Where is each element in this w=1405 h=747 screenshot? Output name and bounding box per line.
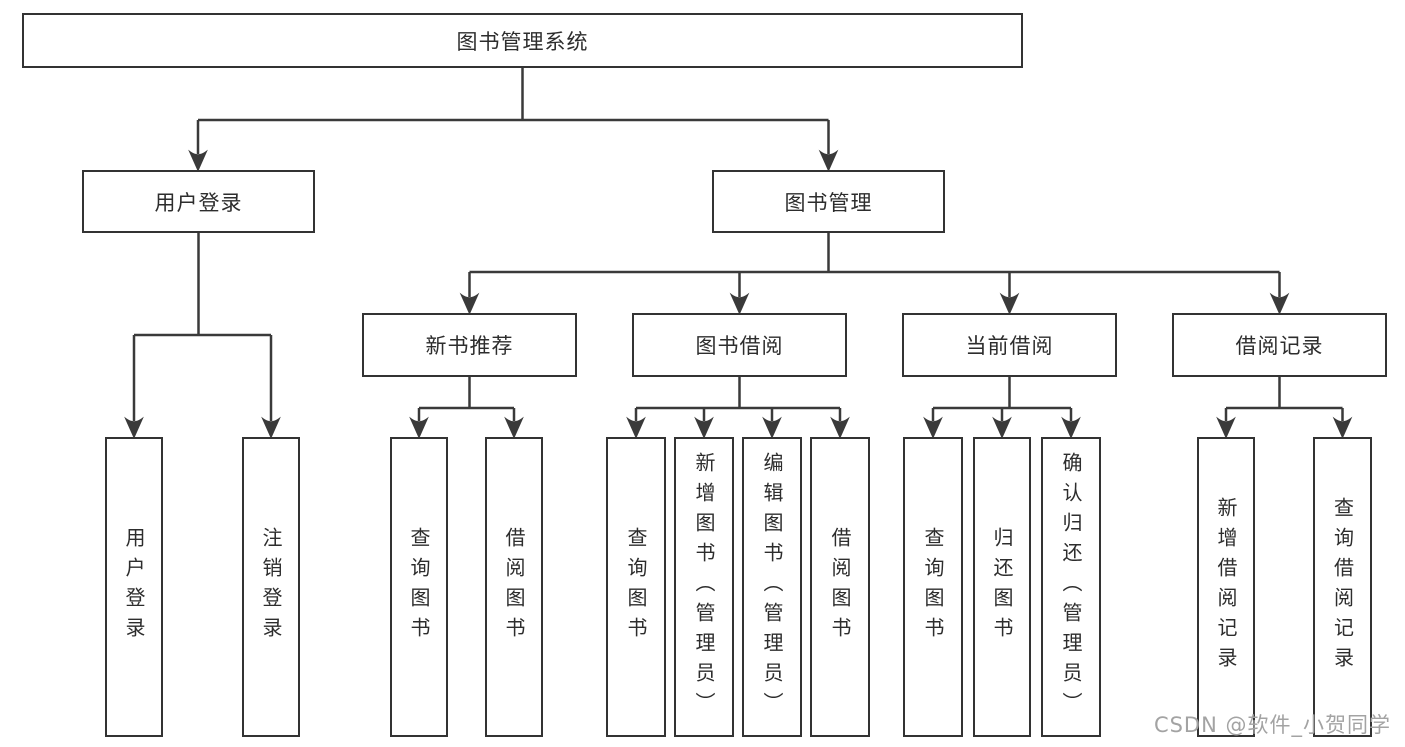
leaf-borrow-query-book-label: 查询图书	[624, 527, 648, 647]
leaf-edit-book-admin: 编辑图书（管理员）	[742, 437, 802, 737]
node-current-borrow: 当前借阅	[902, 313, 1117, 377]
leaf-query-borrow-record-label: 查询借阅记录	[1330, 497, 1355, 677]
leaf-add-borrow-record: 新增借阅记录	[1197, 437, 1255, 737]
leaf-current-query-book-label: 查询图书	[921, 527, 945, 647]
leaf-confirm-return-admin: 确认归还（管理员）	[1041, 437, 1101, 737]
node-user-login: 用户登录	[82, 170, 315, 233]
node-borrow-records: 借阅记录	[1172, 313, 1387, 377]
node-user-login-label: 用户登录	[154, 190, 243, 215]
leaf-recommend-query-book: 查询图书	[390, 437, 448, 737]
leaf-recommend-borrow-book: 借阅图书	[485, 437, 543, 737]
node-book-manage-label: 图书管理	[784, 190, 873, 215]
leaf-edit-book-admin-label: 编辑图书（管理员）	[760, 452, 784, 722]
leaf-lend-book: 借阅图书	[810, 437, 870, 737]
leaf-return-book-label: 归还图书	[990, 527, 1014, 647]
leaf-logout: 注销登录	[242, 437, 300, 737]
node-new-book-recommend: 新书推荐	[362, 313, 577, 377]
leaf-add-book-admin-label: 新增图书（管理员）	[692, 452, 716, 722]
node-new-book-recommend-label: 新书推荐	[425, 334, 514, 358]
leaf-recommend-borrow-book-label: 借阅图书	[502, 527, 526, 647]
node-book-borrow: 图书借阅	[632, 313, 847, 377]
leaf-logout-label: 注销登录	[259, 527, 283, 647]
arrowheads	[124, 149, 1353, 439]
node-root: 图书管理系统	[22, 13, 1023, 68]
leaf-return-book: 归还图书	[973, 437, 1031, 737]
node-book-borrow-label: 图书借阅	[695, 334, 784, 358]
node-current-borrow-label: 当前借阅	[965, 334, 1054, 358]
node-book-manage: 图书管理	[712, 170, 945, 233]
node-root-label: 图书管理系统	[456, 29, 589, 54]
leaf-user-login: 用户登录	[105, 437, 163, 737]
leaf-current-query-book: 查询图书	[903, 437, 963, 737]
leaf-add-book-admin: 新增图书（管理员）	[674, 437, 734, 737]
leaf-confirm-return-admin-label: 确认归还（管理员）	[1059, 452, 1083, 722]
leaf-add-borrow-record-label: 新增借阅记录	[1214, 497, 1238, 677]
leaf-query-borrow-record: 查询借阅记录	[1313, 437, 1372, 737]
leaf-recommend-query-book-label: 查询图书	[407, 527, 431, 647]
leaf-lend-book-label: 借阅图书	[828, 527, 852, 647]
node-borrow-records-label: 借阅记录	[1235, 334, 1324, 358]
leaf-user-login-label: 用户登录	[122, 527, 146, 647]
leaf-borrow-query-book: 查询图书	[606, 437, 666, 737]
